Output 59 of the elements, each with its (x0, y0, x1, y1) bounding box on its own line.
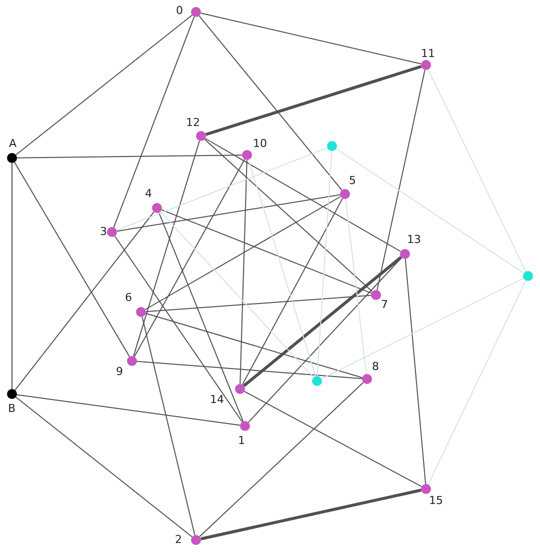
edge-line (316, 150, 332, 376)
edge-line (428, 69, 526, 272)
edge-line (199, 382, 364, 538)
vertex-label: 2 (175, 533, 182, 546)
vertex-label: 9 (116, 365, 123, 378)
vertex-label: 4 (145, 187, 152, 200)
vertex-label: 8 (372, 360, 379, 373)
edge-line (240, 160, 248, 384)
vertex-label: 10 (253, 137, 267, 150)
edge-line (345, 198, 367, 374)
edge-line (158, 212, 244, 422)
edge-line (14, 211, 154, 391)
vertex-label: 13 (407, 233, 421, 246)
edge-line (376, 69, 426, 291)
edge-line (14, 162, 130, 358)
edge-line (198, 15, 342, 191)
edge-line (142, 316, 196, 536)
vertex-label: B (8, 402, 16, 415)
edge-line (428, 280, 526, 485)
edge-line (144, 196, 342, 310)
vertex-label: 14 (210, 393, 224, 406)
edge-line (336, 148, 524, 274)
vertex-label: 12 (186, 116, 200, 129)
edge-line (204, 138, 402, 252)
edge-line (204, 138, 373, 292)
thick-edge-line (242, 256, 402, 387)
edge-line (321, 278, 524, 380)
edge-line (160, 211, 314, 378)
edge-line (145, 312, 363, 378)
vertex-label: 7 (381, 298, 388, 311)
edge-line (116, 147, 328, 231)
edge-line (248, 257, 402, 423)
edge-line (200, 12, 422, 64)
edge-line (16, 394, 240, 426)
edge-line (114, 236, 243, 422)
edge-line (404, 258, 426, 484)
vertex-label: 11 (421, 47, 435, 60)
vertex-label: 3 (100, 225, 107, 238)
edge-line (15, 14, 193, 156)
edge-line (161, 209, 372, 294)
edge-line (116, 194, 341, 232)
edge-line (113, 16, 195, 228)
edge-line (16, 154, 242, 158)
thick-edge-line (200, 488, 422, 540)
edge-line (146, 294, 372, 312)
edge-line (15, 396, 193, 538)
edge-line (244, 390, 422, 488)
vertex-label: 15 (429, 494, 443, 507)
vertex-label: 0 (176, 4, 183, 17)
edge-line (248, 159, 316, 377)
vertex-label: 5 (349, 174, 356, 187)
vertex-label: 1 (238, 434, 245, 447)
edge-line (134, 158, 246, 358)
edge-line (133, 140, 200, 357)
edge-line (242, 198, 344, 386)
thick-edge-line (205, 65, 422, 136)
edge-line (136, 360, 362, 380)
vertex-label: A (9, 137, 17, 150)
vertex-label: 6 (125, 291, 132, 304)
